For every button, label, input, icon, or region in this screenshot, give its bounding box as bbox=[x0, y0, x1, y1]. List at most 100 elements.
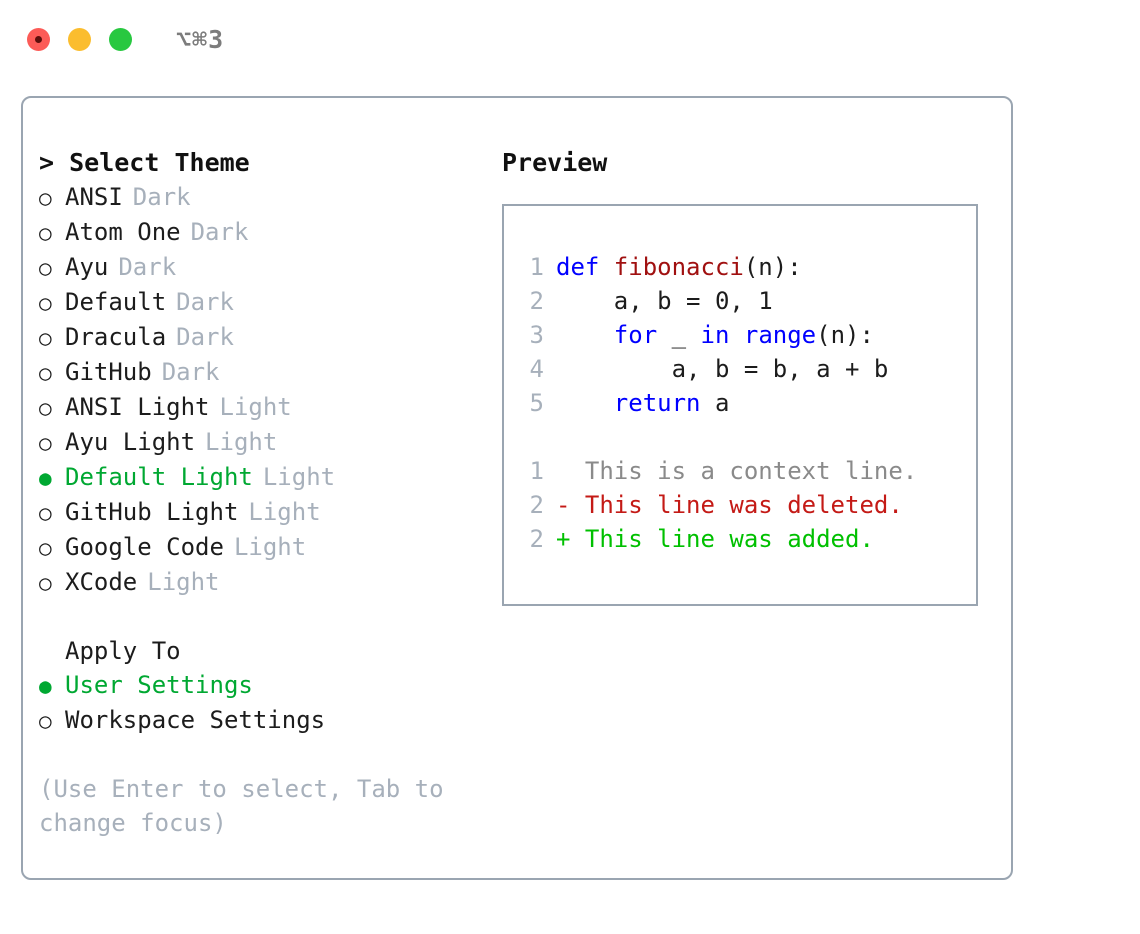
code-token-pl: a, b = 0, 1 bbox=[556, 287, 773, 315]
radio-unselected-icon: ○ bbox=[39, 536, 52, 560]
line-number: 1 bbox=[529, 457, 544, 485]
theme-option-label: Ayu bbox=[65, 253, 109, 281]
theme-option-xcode[interactable]: ○ XCode Light bbox=[39, 565, 479, 600]
theme-option-category: Light bbox=[248, 498, 321, 526]
theme-option-category: Dark bbox=[118, 253, 177, 281]
line-number: 2 bbox=[529, 525, 544, 553]
diff-line-add: 2 + This line was added. bbox=[522, 522, 976, 556]
radio-unselected-icon: ○ bbox=[39, 291, 52, 315]
radio-unselected-icon: ○ bbox=[39, 431, 52, 455]
theme-option-label: ANSI bbox=[65, 183, 123, 211]
diff-text: This line was added. bbox=[570, 525, 874, 553]
apply-to-option-label: Workspace Settings bbox=[65, 706, 326, 734]
theme-option-google-code[interactable]: ○ Google Code Light bbox=[39, 530, 479, 565]
theme-option-ayu-light[interactable]: ○ Ayu Light Light bbox=[39, 425, 479, 460]
theme-option-ayu[interactable]: ○ Ayu Dark bbox=[39, 250, 479, 285]
code-token-kw: in bbox=[700, 321, 730, 349]
line-number: 2 bbox=[529, 491, 544, 519]
theme-option-category: Light bbox=[205, 428, 278, 456]
close-button[interactable] bbox=[27, 27, 50, 51]
code-token-pl: (n): bbox=[743, 253, 802, 281]
radio-unselected-icon: ○ bbox=[39, 256, 52, 280]
apply-to-option-label: User Settings bbox=[65, 671, 253, 699]
theme-option-label: Atom One bbox=[65, 218, 181, 246]
theme-option-category: Dark bbox=[132, 183, 191, 211]
apply-to-option-workspace-settings[interactable]: ○ Workspace Settings bbox=[39, 703, 479, 738]
radio-unselected-icon: ○ bbox=[39, 326, 52, 350]
radio-unselected-icon: ○ bbox=[39, 571, 52, 595]
code-line: 4 a, b = b, a + b bbox=[522, 352, 976, 386]
theme-option-label: ANSI Light bbox=[65, 393, 210, 421]
line-number: 3 bbox=[529, 321, 544, 349]
line-number: 4 bbox=[529, 355, 544, 383]
code-line: 2 a, b = 0, 1 bbox=[522, 284, 976, 318]
theme-option-category: Light bbox=[147, 568, 220, 596]
radio-selected-icon: ● bbox=[39, 466, 52, 490]
code-token-pl bbox=[556, 321, 614, 349]
theme-option-category: Light bbox=[233, 533, 307, 561]
theme-option-label: XCode bbox=[65, 568, 138, 596]
code-token-pl: a bbox=[700, 389, 730, 417]
apply-to-option-user-settings[interactable]: ● User Settings bbox=[39, 668, 479, 703]
theme-option-category: Dark bbox=[161, 358, 220, 386]
diff-marker: + bbox=[556, 525, 571, 553]
theme-option-ansi[interactable]: ○ ANSI Dark bbox=[39, 180, 479, 215]
radio-unselected-icon: ○ bbox=[39, 709, 52, 733]
line-number: 1 bbox=[529, 253, 544, 281]
diff-text: This line was deleted. bbox=[570, 491, 903, 519]
apply-to-header-row: Apply To bbox=[39, 634, 479, 668]
code-token-pl: _ bbox=[657, 321, 701, 349]
radio-unselected-icon: ○ bbox=[39, 501, 52, 525]
theme-option-github[interactable]: ○ GitHub Dark bbox=[39, 355, 479, 390]
apply-to-header: Apply To bbox=[65, 637, 181, 665]
maximize-button[interactable] bbox=[109, 27, 132, 51]
theme-option-label: Default bbox=[65, 288, 167, 316]
theme-option-dracula[interactable]: ○ Dracula Dark bbox=[39, 320, 479, 355]
theme-option-label: Google Code bbox=[65, 533, 224, 561]
apply-to-list[interactable]: ● User Settings ○ Workspace Settings bbox=[39, 668, 479, 738]
theme-option-category: Dark bbox=[176, 323, 234, 351]
code-token-pl bbox=[729, 321, 743, 349]
theme-option-label: GitHub Light bbox=[65, 498, 239, 526]
diff-line-ctx: 1 This is a context line. bbox=[522, 454, 976, 488]
window-controls bbox=[27, 27, 132, 51]
theme-option-label: Ayu Light bbox=[65, 428, 196, 456]
theme-option-label: Default Light bbox=[65, 463, 253, 491]
diff-marker: - bbox=[556, 491, 571, 519]
minimize-button[interactable] bbox=[68, 27, 91, 51]
theme-option-label: GitHub bbox=[65, 358, 152, 386]
theme-option-default-light[interactable]: ● Default Light Light bbox=[39, 460, 479, 495]
code-token-kw: for bbox=[613, 321, 658, 349]
title-bar: ⌥⌘3 bbox=[0, 0, 1140, 78]
code-token-pl bbox=[556, 389, 614, 417]
code-token-fn: fibonacci bbox=[613, 253, 744, 281]
diff-line-del: 2- This line was deleted. bbox=[522, 488, 976, 522]
theme-option-category: Light bbox=[262, 463, 336, 491]
diff-text: This is a context line. bbox=[570, 457, 918, 485]
code-line: 3 for _ in range(n): bbox=[522, 318, 976, 352]
radio-selected-icon: ● bbox=[39, 674, 52, 698]
keyboard-hint: (Use Enter to select, Tab to change focu… bbox=[39, 775, 459, 837]
theme-option-label: Dracula bbox=[65, 323, 167, 351]
theme-option-github-light[interactable]: ○ GitHub Light Light bbox=[39, 495, 479, 530]
diff-marker bbox=[556, 457, 570, 485]
line-number: 5 bbox=[529, 389, 544, 417]
code-token-pl: (n): bbox=[816, 321, 874, 349]
select-theme-header: > Select Theme bbox=[39, 148, 250, 177]
radio-unselected-icon: ○ bbox=[39, 361, 52, 385]
preview-title: Preview bbox=[502, 148, 608, 177]
code-token-kw: return bbox=[613, 389, 701, 417]
radio-unselected-icon: ○ bbox=[39, 186, 52, 210]
diff-sample: 1 This is a context line.2- This line wa… bbox=[522, 454, 976, 556]
theme-option-category: Dark bbox=[190, 218, 249, 246]
code-token-kw: def bbox=[556, 253, 614, 281]
